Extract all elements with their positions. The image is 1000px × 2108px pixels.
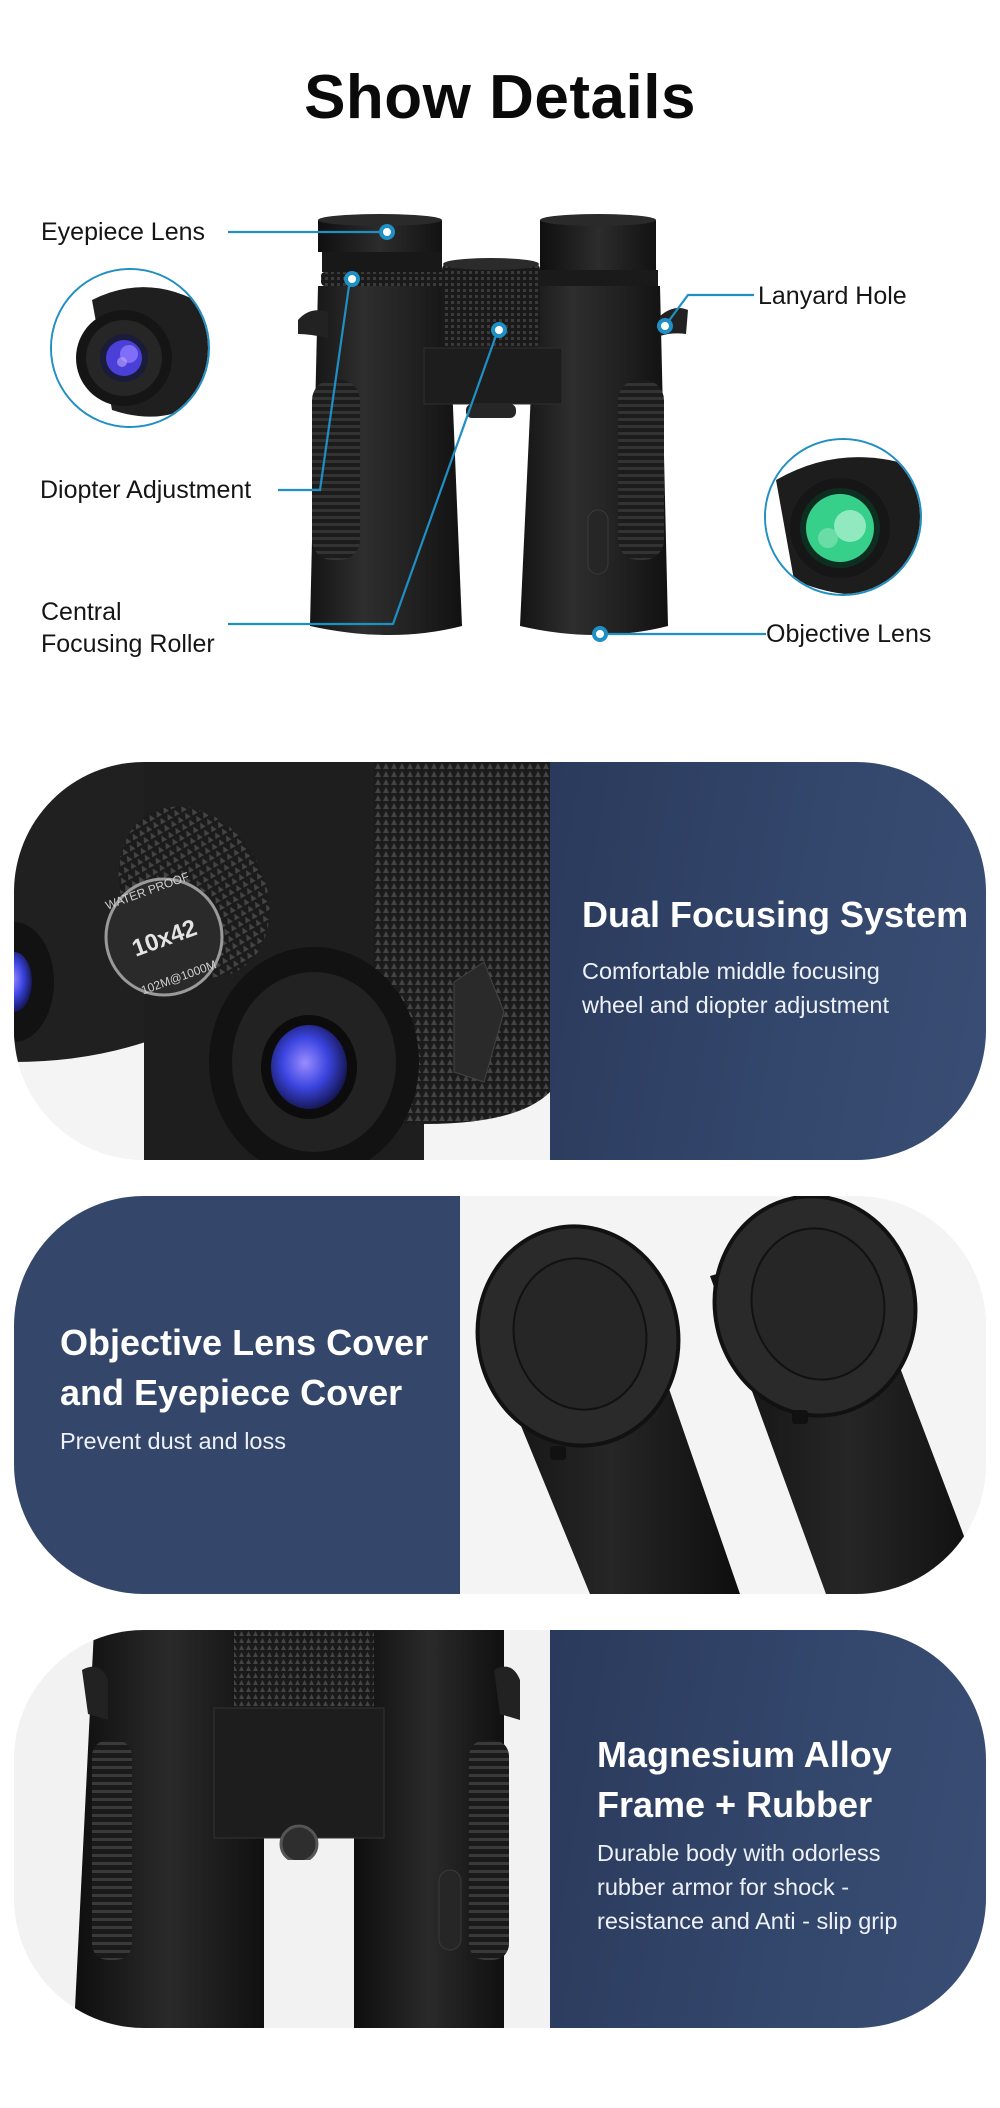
feature-title: Dual Focusing System bbox=[582, 894, 969, 935]
binocular-frame-photo bbox=[14, 1630, 550, 2028]
feature-panel-magnesium-frame: Magnesium Alloy Frame + Rubber Durable b… bbox=[550, 1630, 986, 2028]
feature-title: Magnesium Alloy Frame + Rubber bbox=[597, 1734, 892, 1825]
feature-description: Durable body with odorless rubber armor … bbox=[597, 1840, 898, 1934]
label-objective-lens: Objective Lens bbox=[766, 620, 932, 648]
binocular-parts-diagram: Eyepiece Lens Diopter Adjustment Central… bbox=[0, 180, 1000, 700]
objective-closeup-inset bbox=[764, 438, 922, 596]
feature-card-magnesium-frame: Magnesium Alloy Frame + Rubber Durable b… bbox=[14, 1630, 986, 2028]
page-title: Show Details bbox=[304, 63, 696, 132]
feature-title: Objective Lens Cover and Eyepiece Cover bbox=[60, 1322, 429, 1413]
lens-covers-photo bbox=[460, 1196, 986, 1594]
label-central-focusing-roller-line1: Central bbox=[41, 598, 122, 626]
feature-card-dual-focusing: WATER PROOF 10x42 102M@1000M Dual Focusi… bbox=[14, 762, 986, 1160]
focusing-wheel-photo: WATER PROOF 10x42 102M@1000M bbox=[14, 762, 550, 1160]
eyepiece-closeup-inset bbox=[50, 268, 210, 428]
feature-description: Prevent dust and loss bbox=[60, 1428, 286, 1454]
label-diopter-adjustment: Diopter Adjustment bbox=[40, 476, 252, 504]
label-eyepiece-lens: Eyepiece Lens bbox=[41, 218, 206, 246]
feature-panel-lens-covers: Objective Lens Cover and Eyepiece Cover … bbox=[14, 1196, 460, 1594]
label-central-focusing-roller-line2: Focusing Roller bbox=[41, 630, 215, 658]
feature-panel-dual-focusing: Dual Focusing System Comfortable middle … bbox=[550, 762, 986, 1160]
feature-card-lens-covers: Objective Lens Cover and Eyepiece Cover … bbox=[14, 1196, 986, 1594]
feature-description: Comfortable middle focusing wheel and di… bbox=[582, 958, 890, 1018]
label-lanyard-hole: Lanyard Hole bbox=[758, 282, 907, 310]
